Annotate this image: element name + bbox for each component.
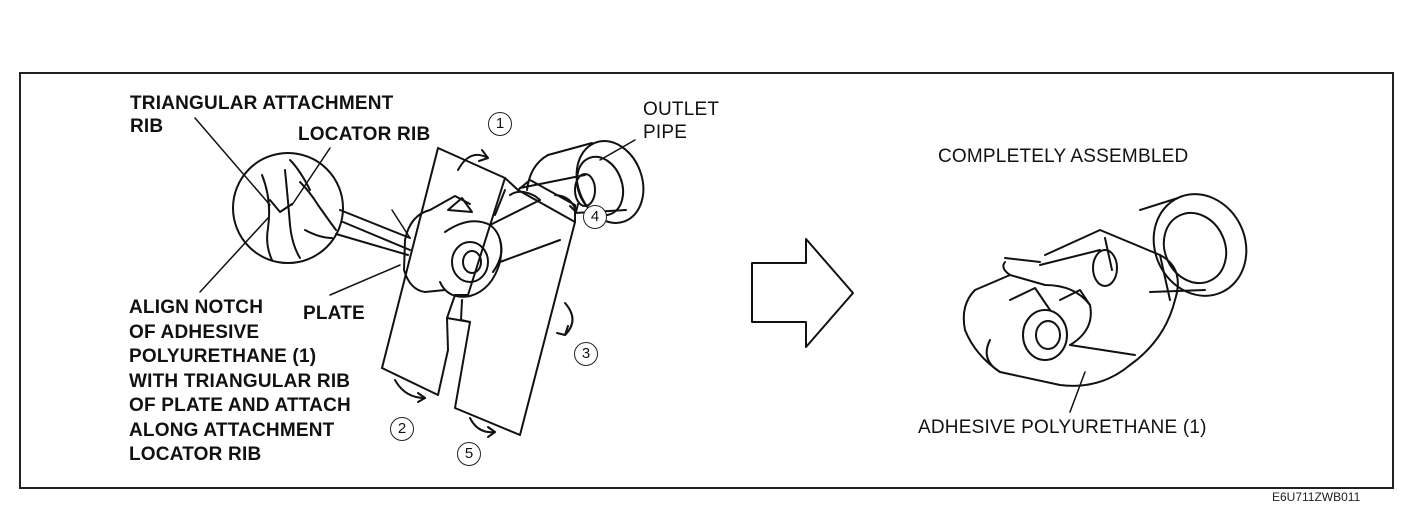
label-plate: PLATE — [303, 303, 365, 324]
label-adhesive-polyurethane: ADHESIVE POLYURETHANE (1) — [918, 417, 1207, 438]
align-line-6: ALONG ATTACHMENT — [129, 419, 335, 441]
align-line-5: OF PLATE AND ATTACH — [129, 395, 351, 416]
adhesive-wrap-right — [962, 229, 1179, 387]
label-completely-assembled: COMPLETELY ASSEMBLED — [938, 146, 1189, 167]
pipe-body-left — [403, 189, 561, 298]
label-outlet-line2: PIPE — [643, 122, 688, 143]
adhesive-sheet-left — [381, 147, 576, 436]
label-triangular-line1: TRIANGULAR ATTACHMENT — [130, 93, 394, 114]
align-line-7: LOCATOR RIB — [129, 444, 262, 465]
label-triangular-line2: RIB — [130, 116, 164, 137]
step-number-3: 3 — [574, 342, 598, 366]
label-align-instruction: ALIGN NOTCH OF ADHESIVE POLYURETHANE (1)… — [129, 296, 351, 468]
figure-frame — [19, 72, 1394, 489]
leader-adhesive-right — [1069, 371, 1086, 413]
magnifier-circle-icon — [232, 152, 411, 264]
align-line-1: ALIGN NOTCH — [129, 297, 264, 318]
step-number-1: 1 — [488, 112, 512, 136]
step-number-2: 2 — [390, 417, 414, 441]
align-line-3: POLYURETHANE (1) — [129, 346, 317, 367]
right-arrow-icon — [751, 238, 854, 348]
label-outlet-line1: OUTLET — [643, 99, 720, 120]
curved-arrow-icon — [394, 149, 579, 438]
leader-lines — [194, 117, 636, 296]
assembled-pipe-right — [1002, 193, 1248, 297]
figure-code: E6U711ZWB011 — [1272, 490, 1361, 504]
label-outlet-pipe: OUTLET PIPE — [643, 98, 719, 144]
step-number-5: 5 — [457, 442, 481, 466]
label-locator-rib: LOCATOR RIB — [298, 124, 431, 145]
align-line-2: OF ADHESIVE — [129, 321, 260, 343]
label-triangular-attachment-rib: TRIANGULAR ATTACHMENT RIB — [130, 92, 393, 138]
align-line-4: WITH TRIANGULAR RIB — [129, 370, 351, 392]
step-number-4: 4 — [583, 205, 607, 229]
